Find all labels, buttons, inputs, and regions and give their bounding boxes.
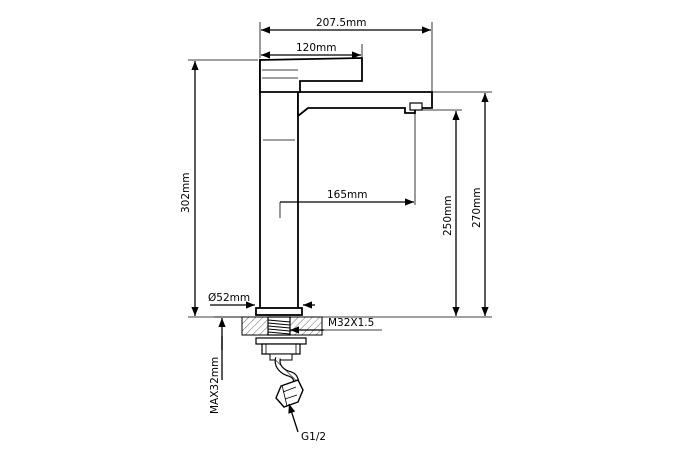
label-base-diameter: Ø52mm bbox=[208, 292, 250, 304]
aerator bbox=[409, 102, 423, 111]
faucet-handle bbox=[259, 57, 363, 93]
label-outlet-height: 250mm bbox=[442, 196, 454, 237]
faucet-base bbox=[255, 307, 303, 316]
flex-hose bbox=[274, 357, 304, 408]
label-spout-reach: 165mm bbox=[327, 189, 368, 201]
countertop bbox=[241, 316, 323, 336]
faucet-body bbox=[255, 57, 433, 316]
label-overall-height: 302mm bbox=[180, 173, 192, 214]
faucet-column bbox=[259, 59, 299, 313]
label-thread: M32X1.5 bbox=[328, 317, 374, 329]
label-spout-height: 270mm bbox=[471, 188, 483, 229]
label-connection: G1/2 bbox=[301, 431, 326, 443]
label-overall-length: 207.5mm bbox=[316, 17, 367, 29]
label-max-mounting: MAX32mm bbox=[209, 357, 221, 414]
mounting-nut bbox=[255, 337, 307, 361]
dimension-lines bbox=[188, 22, 492, 433]
label-handle-length: 120mm bbox=[296, 42, 337, 54]
hose-connector bbox=[275, 379, 304, 408]
faucet-spout bbox=[297, 91, 433, 118]
